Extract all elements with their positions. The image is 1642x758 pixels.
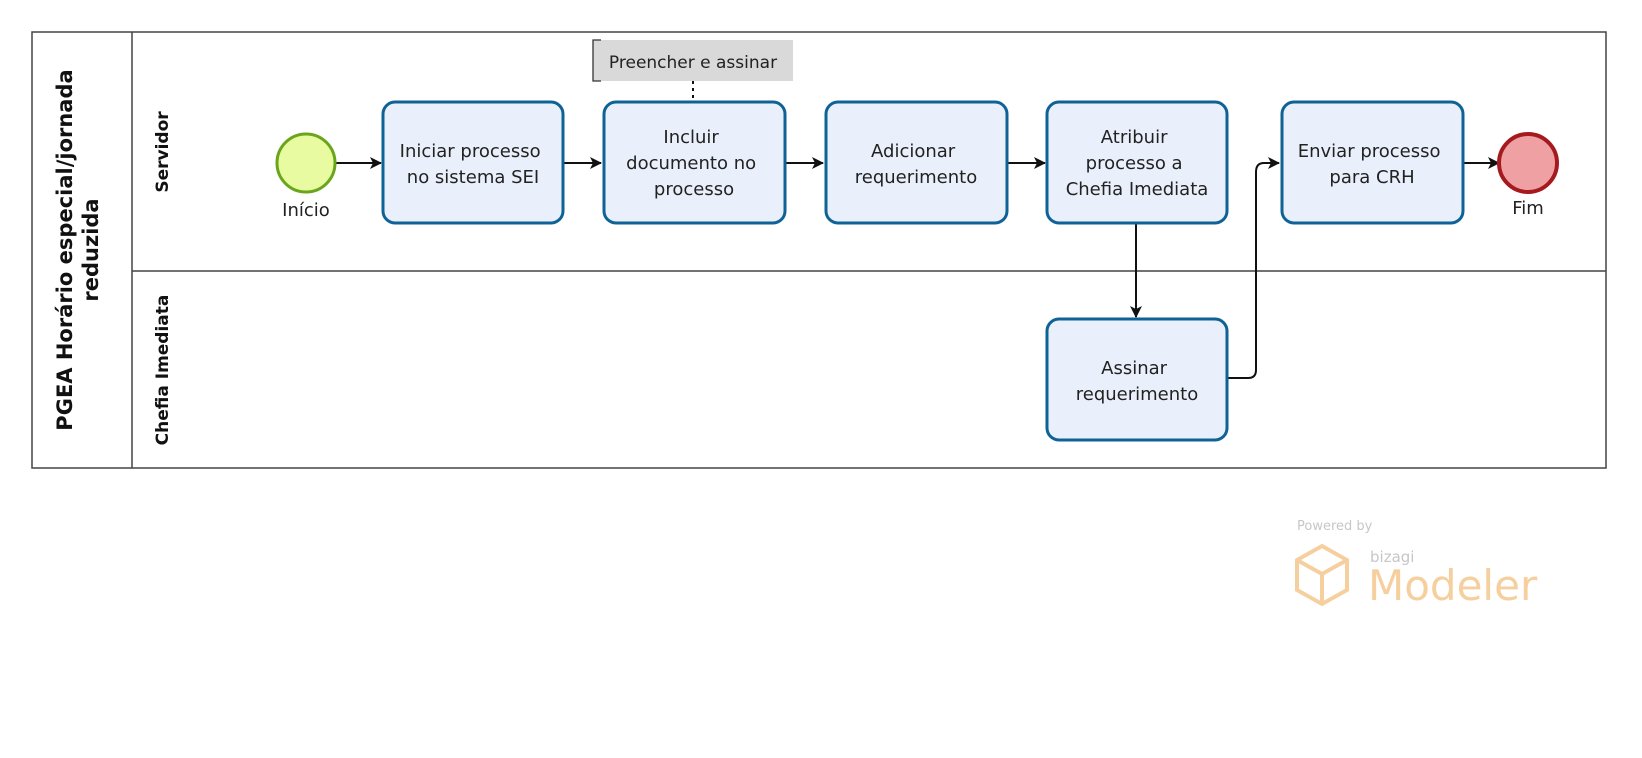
task-iniciar-processo: Iniciar processo no sistema SEI [381, 100, 565, 225]
annotation-box [593, 40, 793, 81]
task-enviar-processo: Enviar processo para CRH [1280, 100, 1465, 225]
watermark-powered-by: Powered by [1297, 519, 1373, 534]
annotation-bracket [592, 39, 601, 82]
svg-text:Incluir documento no: Incluir documento no processo [626, 127, 762, 200]
task-atribuir-processo: Atribuir processo a Chefia Imediata [1045, 100, 1229, 225]
lane-label-chefia-imediata: Chefia Imediata [153, 295, 173, 446]
start-event [275, 132, 337, 194]
bizagi-watermark: Powered by bizagi Modeler [1295, 519, 1538, 610]
task-adicionar-requerimento: Adicionar requerimento [824, 100, 1009, 225]
watermark-modeler: Modeler [1368, 561, 1538, 610]
annotation-text: Preencher e assinar [609, 53, 777, 73]
task-incluir-documento: Incluir documento no processo [602, 100, 787, 225]
lane-label-servidor: Servidor [153, 111, 173, 193]
svg-text:Assinar requerimento: Assinar requerimento [1076, 358, 1198, 405]
sequence-flows [335, 157, 1500, 379]
task-assinar-requerimento: Assinar requerimento [1045, 317, 1229, 442]
svg-text:Atribuir processo a: Atribuir processo a Chefia Imediata [1066, 127, 1209, 200]
svg-text:Enviar processo para CRH: Enviar processo para CRH [1298, 141, 1447, 188]
svg-text:reduzida: reduzida [79, 198, 103, 301]
flow-t6-to-t5 [1227, 157, 1280, 379]
bizagi-cube-icon [1295, 543, 1349, 607]
svg-text:PGEA Horário especial/jornada: PGEA Horário especial/jornada [53, 69, 77, 430]
pool-border [31, 31, 1607, 469]
watermark-bizagi: bizagi [1370, 548, 1414, 566]
pool-title: PGEA Horário especial/jornada reduzida [53, 69, 103, 430]
svg-text:Iniciar processo no sist: Iniciar processo no sistema SEI [400, 141, 547, 188]
end-event-label: Fim [1512, 198, 1544, 219]
end-event [1497, 132, 1559, 194]
svg-text:Adicionar requerimento: Adicionar requerimento [855, 141, 977, 188]
start-event-label: Início [282, 200, 330, 221]
